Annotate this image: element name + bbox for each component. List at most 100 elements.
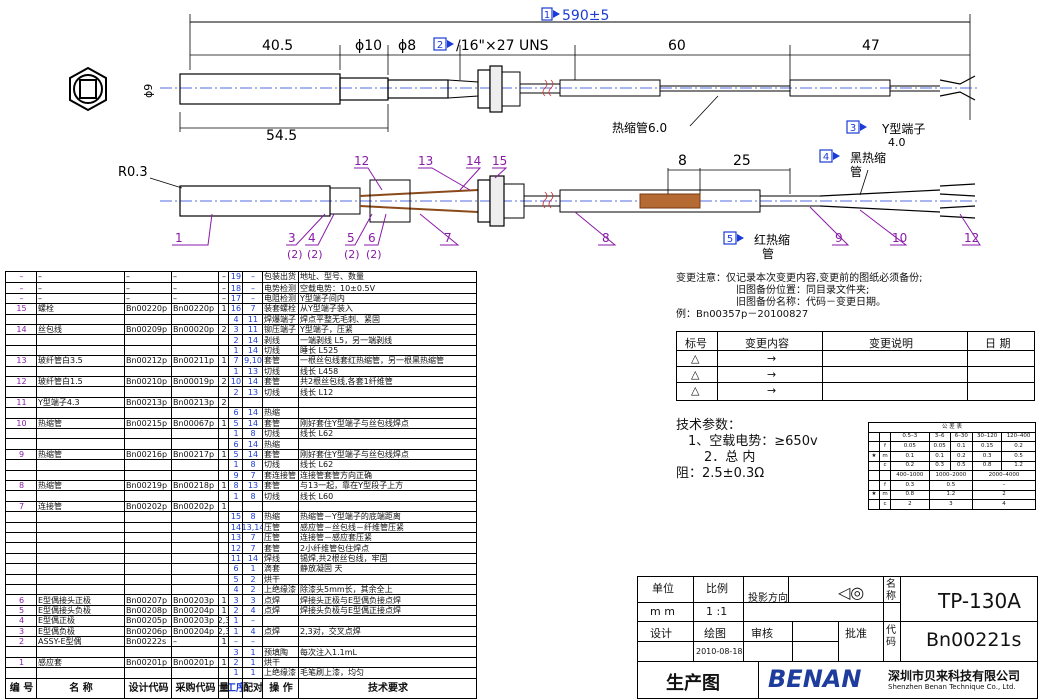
hex-nut-bottom: [489, 175, 505, 227]
bom-cell: [218, 574, 228, 585]
drawing-label: 绘图: [704, 627, 726, 640]
bom-cell: 热缩管: [36, 449, 124, 461]
bom-cell: [242, 501, 262, 513]
bom-cell: Y型端子4.3: [36, 397, 124, 409]
bom-cell: 1: [242, 564, 262, 575]
bom-cell: 电势检测: [262, 283, 296, 294]
bom-cell: 2: [218, 325, 228, 336]
bom-cell: [171, 439, 218, 450]
bom-cell: Bn00019p: [171, 377, 218, 388]
bom-cell: [36, 408, 124, 419]
bom-cell: Bn00210p: [124, 377, 171, 388]
bom-cell: 7: [18, 501, 25, 511]
bom-cell: [124, 439, 171, 450]
bom-cell: [262, 616, 298, 627]
bom-cell: [298, 439, 476, 450]
bom-cell: 从Y型端子装入: [298, 304, 476, 315]
bom-footer-cell: 工序: [228, 678, 242, 699]
bom-cell: 包装出货: [262, 272, 296, 283]
bom-cell: 连接管套管方向正确: [298, 470, 476, 481]
svg-text:管: 管: [762, 246, 774, 261]
bom-cell: Bn00220p: [124, 304, 171, 315]
bom-cell: [298, 408, 476, 419]
sensor-sleeve-top: [179, 73, 341, 105]
change-table: 标号 变更内容 变更说明 日 期 △ △ △ → → →: [676, 331, 1035, 401]
approve-label: 批准: [845, 627, 867, 640]
bom-cell: 2: [218, 377, 228, 388]
bom-cell: 焊接头负极与E型偶正接点焊: [298, 605, 476, 617]
bom-cell: 19: [228, 272, 242, 283]
bom-cell: [36, 543, 124, 554]
bom-cell: 1: [218, 449, 228, 461]
y-terminal-label: Y型端子: [881, 122, 925, 136]
bom-cell: [124, 366, 171, 377]
unit-label: 单位: [652, 582, 674, 595]
tech-res-value: 阻：2.5±0.3Ω: [676, 466, 765, 481]
bom-cell: Bn00219p: [124, 481, 171, 492]
bom-cell: 烘干: [262, 657, 298, 669]
dim-54-5: 54.5: [266, 128, 297, 144]
bom-cell: E型偶负极: [36, 626, 124, 637]
bom-cell: 1: [218, 595, 228, 606]
bom-cell: 切线: [262, 429, 298, 440]
svg-text:7: 7: [444, 231, 452, 245]
bom-cell: [171, 668, 218, 679]
bom-cell: –: [218, 293, 228, 305]
bom-cell: [124, 533, 171, 544]
bom-cell: 静放凝固 天: [298, 564, 476, 575]
dim-8: 8: [678, 153, 687, 169]
dim-40-5: 40.5: [262, 38, 293, 54]
bom-cell: [124, 408, 171, 419]
bom-cell: 13: [16, 356, 27, 366]
bom-row: –––––19–包装出货地址、型号、数量: [6, 272, 476, 283]
svg-text:6: 6: [368, 231, 376, 245]
bom-cell: [218, 553, 228, 565]
tech-params: 技术参数： 1、空载电势：≥650v 2．总 内 阻：2.5±0.3Ω: [676, 418, 818, 482]
bom-cell: 1: [218, 657, 228, 669]
bom-cell: 地址、型号、数量: [298, 272, 476, 283]
bom-cell: –: [218, 272, 228, 283]
bom-cell: [262, 501, 298, 513]
chg-header-no: 标号: [685, 337, 707, 350]
bom-cell: 8: [242, 491, 262, 502]
dim-47: 47: [862, 38, 880, 54]
tech-res: 2．总 内: [704, 450, 756, 465]
bom-cell: –: [124, 283, 171, 294]
bom-cell: Bn00205p: [124, 616, 171, 627]
bom-cell: 1: [218, 356, 228, 367]
bom-cell: [171, 647, 218, 658]
bom-cell: 6: [228, 564, 242, 575]
bom-cell: [124, 335, 171, 346]
bom-cell: 7: [242, 533, 262, 544]
bom-cell: 点焊: [262, 595, 298, 606]
bom-table: –––––19–包装出货地址、型号、数量–––––18–电势检测空载电势：10±…: [5, 271, 477, 699]
bom-cell: –: [242, 616, 262, 627]
part-numbers: 1 3 4 5 6 7 8 9 10 12 12 13 14 15 (2) (2…: [175, 154, 979, 261]
arrow-icon: →: [767, 368, 777, 381]
bom-cell: [171, 491, 218, 502]
bom-cell: [218, 408, 228, 419]
svg-text:4: 4: [308, 231, 316, 245]
bom-cell: [298, 501, 476, 513]
bom-cell: [262, 397, 298, 409]
bom-cell: 14: [242, 449, 262, 461]
triangle-icon: △: [691, 368, 700, 381]
company-cn: 深圳市贝来科技有限公司: [888, 669, 1021, 683]
change-example: 例：Bn00357p－20100827: [676, 309, 809, 320]
bom-cell: 5: [228, 418, 242, 429]
svg-text:(2): (2): [287, 248, 303, 261]
svg-text:(2): (2): [307, 248, 323, 261]
tech-title: 技术参数：: [676, 418, 742, 433]
bom-cell: 空载电势：10±0.5V: [298, 283, 476, 294]
audit-label: 审核: [751, 627, 773, 640]
bom-cell: Bn00213p: [171, 397, 218, 409]
bom-cell: 13: [228, 533, 242, 544]
bom-cell: 1: [218, 481, 228, 492]
svg-text:4: 4: [823, 152, 829, 163]
bom-cell: 热缩: [262, 439, 298, 450]
bom-row: –––––18–电势检测空载电势：10±0.5V: [6, 282, 476, 294]
